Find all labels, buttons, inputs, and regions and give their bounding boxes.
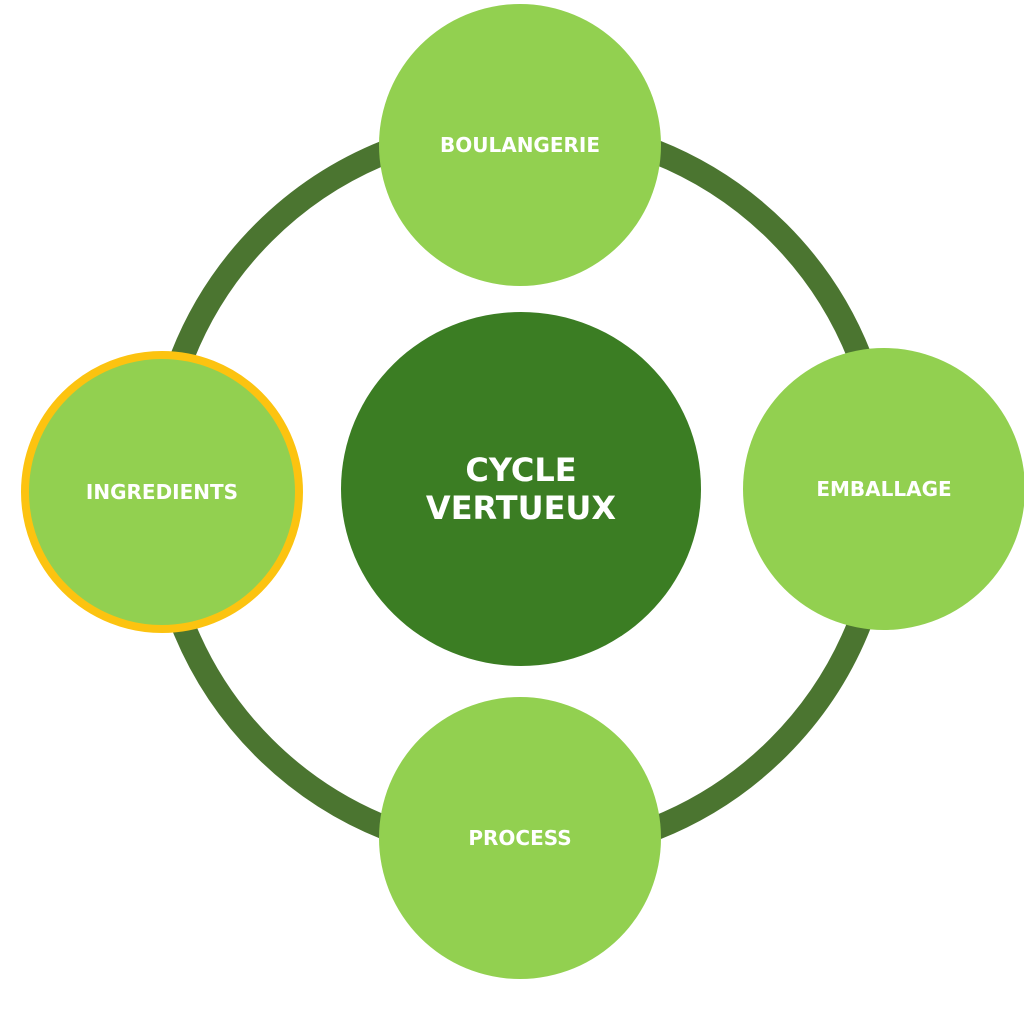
center-circle: CYCLE VERTUEUX (341, 312, 701, 666)
node-label: PROCESS (468, 826, 572, 850)
node-boulangerie: BOULANGERIE (379, 4, 661, 286)
node-process: PROCESS (379, 697, 661, 979)
center-title-line2: VERTUEUX (425, 489, 617, 527)
node-emballage: EMBALLAGE (743, 348, 1024, 630)
node-ingredients: INGREDIENTS (21, 351, 303, 633)
node-label: INGREDIENTS (85, 480, 239, 504)
node-label: BOULANGERIE (439, 133, 601, 157)
node-label: EMBALLAGE (816, 477, 952, 501)
center-title-line1: CYCLE (465, 450, 577, 489)
